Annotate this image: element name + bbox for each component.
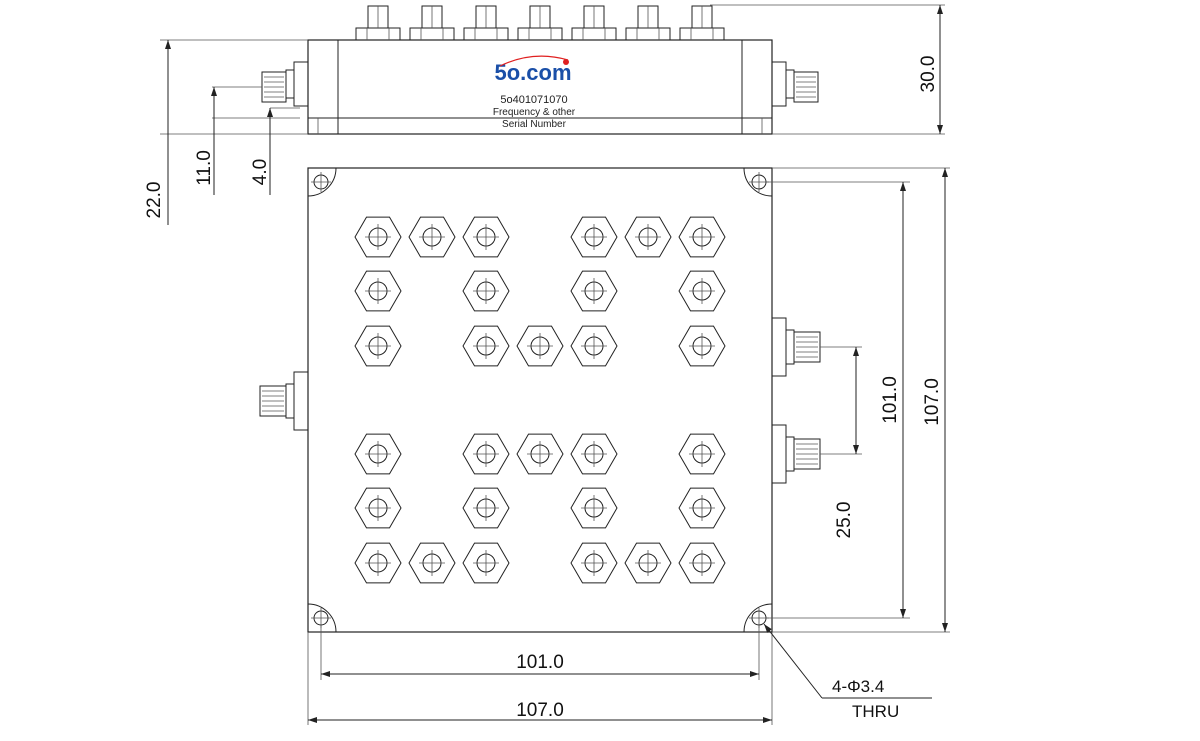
tuning-screw (408, 216, 456, 258)
hole-spec: 4-Φ3.4 (832, 677, 884, 696)
tuning-screw (678, 542, 726, 584)
tuning-screw-side (355, 5, 401, 41)
tuning-screw (570, 433, 618, 475)
side-view: 5o.com 5o401071070 Frequency & other Ser… (144, 4, 945, 225)
tuning-screw (354, 433, 402, 475)
tuning-screw (678, 487, 726, 529)
tuning-screw-side (679, 5, 725, 41)
tuning-screw (570, 542, 618, 584)
label-frequency: Frequency & other (493, 107, 576, 118)
label-serial: Serial Number (502, 119, 567, 130)
tuning-screw (462, 487, 510, 529)
tuning-screw (462, 542, 510, 584)
dim-height-107: 107.0 (922, 378, 943, 426)
top-view: 107.0 101.0 25.0 101.0 107.0 4-Φ3.4 THRU (259, 167, 950, 725)
output-port-connector-1 (771, 317, 821, 377)
model-number: 5o401071070 (500, 94, 567, 106)
hole-type: THRU (852, 702, 899, 721)
dim-height-101: 101.0 (880, 376, 901, 424)
tuning-screw-grid (354, 216, 726, 584)
logo: 5o.com (494, 60, 571, 85)
logo-swoosh (499, 55, 569, 67)
tuning-screw (462, 433, 510, 475)
tuning-screw-side (571, 5, 617, 41)
mounting-hole-tl (307, 167, 337, 197)
tuning-screw-side (625, 5, 671, 41)
dim-port-spacing: 25.0 (834, 502, 855, 539)
side-right-connector (771, 61, 819, 107)
input-port-connector (259, 371, 309, 431)
tuning-screw (570, 325, 618, 367)
tuning-screw (678, 270, 726, 312)
dim-4: 4.0 (250, 159, 271, 185)
tuning-screw (678, 325, 726, 367)
tuning-screw (354, 325, 402, 367)
top-view-body (307, 167, 773, 633)
tuning-screw (516, 325, 564, 367)
tuning-screw (354, 487, 402, 529)
output-port-connector-2 (771, 424, 821, 484)
tuning-screw (462, 270, 510, 312)
tuning-screw-side (463, 5, 509, 41)
dim-width-107: 107.0 (516, 700, 564, 721)
tuning-screw (624, 542, 672, 584)
dim-width-101: 101.0 (516, 652, 564, 673)
dim-30: 30.0 (918, 56, 939, 93)
side-left-connector (261, 61, 309, 107)
tuning-screw (462, 216, 510, 258)
tuning-screw (570, 487, 618, 529)
top-connectors (355, 5, 725, 41)
tuning-screw (624, 216, 672, 258)
tuning-screw-side (517, 5, 563, 41)
tuning-screw (354, 216, 402, 258)
tuning-screw (354, 270, 402, 312)
tuning-screw (516, 433, 564, 475)
dim-22: 22.0 (144, 182, 165, 219)
tuning-screw (462, 325, 510, 367)
logo-accent-dot (563, 59, 569, 65)
tuning-screw (678, 433, 726, 475)
tuning-screw (408, 542, 456, 584)
tuning-screw (678, 216, 726, 258)
mounting-hole-bl (307, 603, 337, 633)
tuning-screw (354, 542, 402, 584)
tuning-screw (570, 216, 618, 258)
tuning-screw (570, 270, 618, 312)
dim-11: 11.0 (194, 150, 215, 186)
tuning-screw-side (409, 5, 455, 41)
